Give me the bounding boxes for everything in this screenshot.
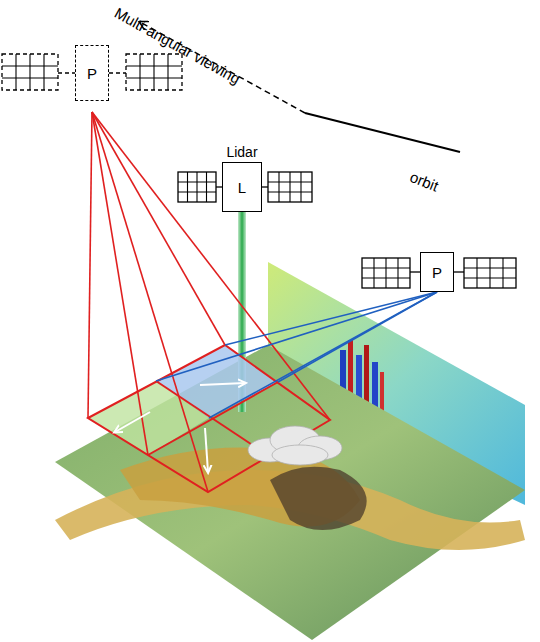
motion-arrow — [205, 428, 208, 472]
pixel-outline — [88, 345, 330, 492]
pixel-green — [88, 381, 209, 455]
solar-panel — [362, 258, 410, 288]
ground-image — [55, 345, 525, 640]
solar-panel — [2, 54, 58, 90]
panel-arm — [109, 72, 126, 73]
solar-panel — [178, 172, 216, 202]
view-lines-blue — [156, 292, 437, 418]
cloud-shadow — [270, 467, 367, 530]
instrument-name: Lidar — [226, 144, 257, 160]
satellite-letter: P — [432, 264, 442, 281]
panel-arm — [454, 271, 464, 272]
cloud — [248, 426, 342, 465]
solar-panel — [126, 54, 182, 90]
satellite-body: LidarL — [222, 162, 262, 212]
satellite-letter: P — [87, 65, 97, 82]
satellite-letter: L — [238, 179, 246, 196]
orbit-label: orbit — [408, 168, 441, 195]
satellite-body: P — [75, 45, 109, 101]
orbit-line — [305, 113, 460, 152]
motion-arrow — [200, 383, 245, 385]
view-lines-red — [88, 112, 330, 492]
panel-arm — [262, 186, 268, 187]
solar-panel — [464, 258, 516, 288]
motion-arrow — [115, 412, 150, 432]
satellite-body: P — [420, 252, 454, 292]
panel-arm — [410, 271, 420, 272]
panel-arm — [58, 72, 75, 73]
solar-panel — [268, 172, 312, 202]
